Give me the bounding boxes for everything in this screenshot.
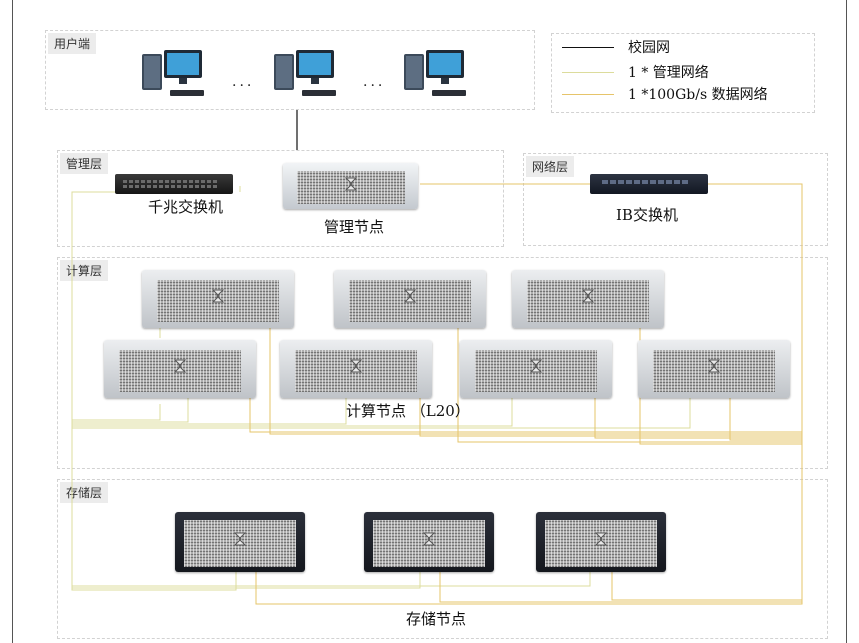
server-vent-grille xyxy=(545,520,657,568)
network-layer-box: 网络层 xyxy=(523,153,828,246)
user-layer-box: 用户端 xyxy=(45,30,535,110)
switch-ports-icon xyxy=(602,180,688,184)
storage-node-3 xyxy=(536,512,666,572)
ib-switch xyxy=(590,174,708,194)
data-line-swatch xyxy=(562,93,614,95)
gigabit-switch-label: 千兆交换机 xyxy=(148,198,224,216)
compute-node-4 xyxy=(104,340,256,398)
ellipsis-1: ... xyxy=(232,74,255,90)
compute-node-7 xyxy=(638,340,790,398)
legend-box: 校园网 1 * 管理网络 1 *100Gb/s 数据网络 xyxy=(551,33,815,113)
user-pc-1 xyxy=(140,46,210,102)
desktop-computer-icon xyxy=(274,50,336,96)
vendor-logo-icon xyxy=(529,359,543,373)
management-node-server xyxy=(283,163,418,209)
compute-node-2 xyxy=(334,270,486,328)
ellipsis-2: ... xyxy=(363,74,386,90)
vendor-logo-icon xyxy=(422,532,436,546)
frame-right-border xyxy=(846,0,847,643)
management-layer-label: 管理层 xyxy=(60,153,109,174)
compute-node-5 xyxy=(280,340,432,398)
legend-management-label: 1 * 管理网络 xyxy=(628,65,709,81)
compute-node-3 xyxy=(512,270,664,328)
gigabit-switch xyxy=(115,174,233,194)
vendor-logo-icon xyxy=(211,289,225,303)
vendor-logo-icon xyxy=(581,289,595,303)
data-network-lines xyxy=(249,183,803,605)
user-layer-label: 用户端 xyxy=(48,33,97,54)
vendor-logo-icon xyxy=(173,359,187,373)
management-network-lines xyxy=(71,186,691,591)
management-node-label: 管理节点 xyxy=(324,218,385,236)
management-line-swatch xyxy=(562,71,614,73)
vendor-logo-icon xyxy=(707,359,721,373)
desktop-computer-icon xyxy=(142,50,204,96)
user-pc-3 xyxy=(402,46,472,102)
vendor-logo-icon xyxy=(233,532,247,546)
server-vent-grille xyxy=(475,350,597,393)
compute-node-6 xyxy=(460,340,612,398)
vendor-logo-icon xyxy=(349,359,363,373)
storage-node-1 xyxy=(175,512,305,572)
legend-data-label: 1 *100Gb/s 数据网络 xyxy=(628,87,768,103)
vendor-logo-icon xyxy=(344,177,357,191)
legend-item-campus: 校园网 xyxy=(562,37,670,57)
management-layer-box: 管理层 xyxy=(57,150,504,247)
vendor-logo-icon xyxy=(594,532,608,546)
server-vent-grille xyxy=(349,280,471,323)
compute-nodes-label: 计算节点 （L20） xyxy=(346,402,470,420)
storage-nodes-label: 存储节点 xyxy=(406,610,467,628)
campus-line-swatch xyxy=(562,46,614,48)
switch-ports-icon xyxy=(123,180,217,188)
ib-switch-label: IB交换机 xyxy=(616,206,678,224)
legend-item-management: 1 * 管理网络 xyxy=(562,62,709,82)
vendor-logo-icon xyxy=(403,289,417,303)
compute-node-1 xyxy=(142,270,294,328)
legend-campus-label: 校园网 xyxy=(628,40,670,56)
legend-item-data: 1 *100Gb/s 数据网络 xyxy=(562,84,768,104)
desktop-computer-icon xyxy=(404,50,466,96)
frame-left-border xyxy=(12,0,13,643)
storage-node-2 xyxy=(364,512,494,572)
network-layer-label: 网络层 xyxy=(526,156,575,177)
user-pc-2 xyxy=(272,46,342,102)
